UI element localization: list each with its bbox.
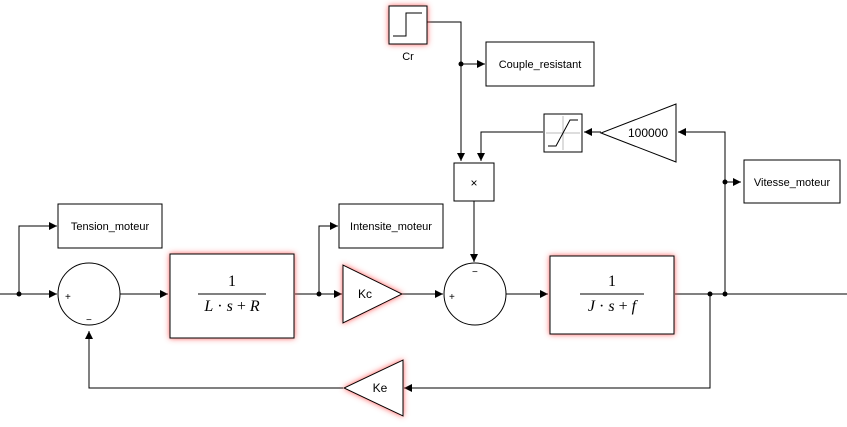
feedback-to-ke-wire	[404, 294, 711, 392]
tf1-numerator: 1	[228, 273, 236, 290]
transfer-function-2[interactable]: 1 J · s + f	[549, 255, 675, 335]
ke-to-sum1-wire	[85, 331, 343, 389]
gain-ke-block[interactable]: Ke	[342, 359, 404, 417]
tf2-numerator: 1	[608, 273, 616, 290]
gain-kc-label: Kc	[358, 287, 372, 301]
step-icon	[393, 12, 422, 37]
step-label: Cr	[402, 51, 414, 63]
step-block[interactable]	[388, 5, 428, 45]
saturation-block[interactable]	[543, 113, 583, 153]
vitesse-moteur-block[interactable]: Vitesse_moteur	[743, 159, 841, 204]
intensite-moteur-label: Intensite_moteur	[350, 221, 432, 233]
gain-kc-block[interactable]: Kc	[342, 264, 404, 324]
junction-dot	[707, 291, 713, 297]
gain-100000-label: 100000	[628, 126, 668, 140]
gain-ke-label: Ke	[373, 381, 388, 395]
sum1-plus-sign: +	[65, 292, 71, 303]
transfer-function-1[interactable]: 1 L · s + R	[169, 253, 295, 339]
step-to-product-wire	[427, 21, 465, 161]
product-symbol: ×	[470, 176, 477, 190]
sum-block-1[interactable]: + −	[57, 262, 121, 326]
tension-moteur-block[interactable]: Tension_moteur	[57, 203, 163, 249]
junction-dot	[722, 179, 728, 185]
sum-block-2[interactable]: + −	[443, 262, 507, 326]
gain-100000-block[interactable]: 100000	[599, 103, 677, 163]
junction-dot	[722, 291, 728, 297]
tension-moteur-label: Tension_moteur	[71, 221, 150, 233]
tf2-denominator: J · s + f	[588, 298, 639, 315]
speed-to-gain-wire	[678, 128, 726, 294]
couple-resistant-block[interactable]: Couple_resistant	[485, 41, 595, 87]
junction-dot	[458, 61, 464, 67]
vitesse-moteur-label: Vitesse_moteur	[754, 177, 831, 189]
sum2-plus-sign: +	[449, 292, 455, 303]
sum1-minus-sign: −	[86, 315, 92, 326]
product-block[interactable]: ×	[453, 162, 495, 202]
saturation-icon	[548, 119, 578, 147]
intensite-moteur-block[interactable]: Intensite_moteur	[338, 203, 444, 249]
intensite-branch-wire	[318, 222, 338, 294]
tf1-denominator: L · s + R	[203, 298, 260, 315]
junction-dot	[16, 291, 22, 297]
sat-to-product-wire	[477, 131, 543, 161]
couple-resistant-label: Couple_resistant	[499, 59, 582, 71]
sum2-minus-sign: −	[472, 267, 478, 278]
junction-dot	[316, 291, 322, 297]
tension-branch-wire	[18, 222, 57, 294]
